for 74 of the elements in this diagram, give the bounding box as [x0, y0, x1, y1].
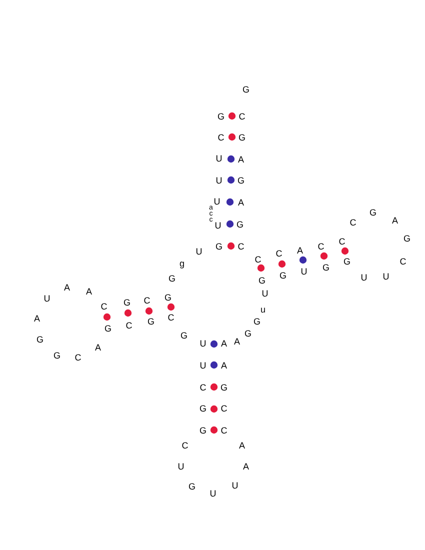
nucleotide-label: G	[404, 234, 410, 244]
nucleotide-label: A	[243, 462, 249, 472]
nucleotide-label: G	[370, 208, 376, 218]
nucleotide-label: C	[100, 302, 108, 312]
nucleotide-label: G	[180, 332, 188, 340]
nucleotide-label: U	[196, 248, 202, 256]
nucleotide-label: U	[382, 272, 390, 282]
nucleotide-label: C	[218, 134, 224, 142]
nucleotide-label: G	[168, 274, 176, 284]
nucleotide-label: A	[64, 284, 70, 292]
nucleotide-label: C	[200, 384, 206, 392]
nucleotide-label: C	[220, 426, 228, 436]
nucleotide-label: G	[238, 176, 244, 186]
nucleotide-label: A	[221, 362, 227, 370]
nucleotide-label: G	[104, 324, 112, 334]
nucleotide-label: U	[200, 340, 206, 348]
nucleotide-label: A	[238, 156, 244, 164]
nucleotide-label: A	[239, 442, 245, 450]
nucleotide-label: A	[297, 246, 303, 256]
nucleotide-label: C	[238, 112, 246, 122]
nucleotide-label: G	[54, 352, 60, 360]
nucleotide-label: C	[168, 314, 174, 322]
nucleotide-label: G	[322, 264, 330, 272]
nucleotide-label: A	[238, 198, 244, 208]
nucleotide-label: G	[238, 134, 246, 142]
nucleotide-label: U	[232, 482, 238, 490]
nucleotide-label: A	[34, 314, 40, 324]
nucleotide-label: C	[318, 242, 324, 252]
nucleotide-label: C	[254, 256, 262, 264]
nucleotide-label: G	[200, 426, 206, 436]
nucleotide-label: C	[182, 442, 188, 450]
nucleotide-label: G	[344, 258, 350, 266]
nucleotide-label: C	[74, 354, 82, 362]
nucleotide-label: G	[36, 336, 44, 344]
nucleotide-label: A	[95, 344, 101, 352]
nucleotide-label: C	[350, 218, 356, 228]
nucleotide-label: A	[221, 340, 227, 348]
nucleotide-label: C	[238, 242, 244, 252]
nucleotide-label: G	[124, 298, 130, 308]
nucleotide-label: U	[44, 294, 50, 304]
nucleotide-label: U	[216, 176, 222, 186]
nucleotide-label: U	[178, 462, 184, 472]
nucleotide-label: U	[210, 490, 216, 498]
nucleotide-label: G	[148, 318, 154, 326]
nucleotide-label: A	[86, 288, 92, 296]
nucleotide-label: C	[400, 258, 406, 266]
nucleotide-label: G	[242, 86, 250, 94]
nucleotide-label: U	[300, 268, 308, 276]
nucleotide-label: G	[220, 384, 228, 392]
nucleotide-label: G	[280, 272, 286, 280]
nucleotide-label: A	[392, 216, 398, 226]
nucleotide-label: U	[216, 154, 222, 164]
nucleotide-label: u	[260, 306, 266, 314]
nucleotide-label: G	[236, 220, 244, 230]
nucleotide-label: U	[214, 222, 222, 230]
nucleotide-label: C	[126, 322, 132, 330]
nucleotide-label: U	[200, 362, 206, 370]
nucleotide-label: U	[214, 198, 220, 206]
nucleotide-label: G	[188, 482, 196, 492]
nucleotide-label: C	[144, 296, 150, 306]
nucleotide-label: G	[244, 330, 252, 338]
nucleotide-label: C	[276, 250, 282, 258]
nucleotide-label: U	[360, 274, 368, 282]
nucleotide-label: A	[234, 338, 240, 346]
nucleotide-label: G	[254, 318, 260, 326]
nucleotide-label: g	[180, 260, 184, 268]
nucleotide-label: U	[262, 290, 268, 298]
nucleotide-label: G	[216, 242, 222, 252]
nucleotide-label: C	[220, 404, 228, 414]
nucleotide-label: C	[338, 238, 346, 246]
nucleotide-label: G	[200, 404, 206, 414]
nucleotide-label: G	[258, 276, 266, 286]
nucleotide-label: G	[218, 112, 224, 122]
nucleotide-label: G	[164, 294, 172, 302]
